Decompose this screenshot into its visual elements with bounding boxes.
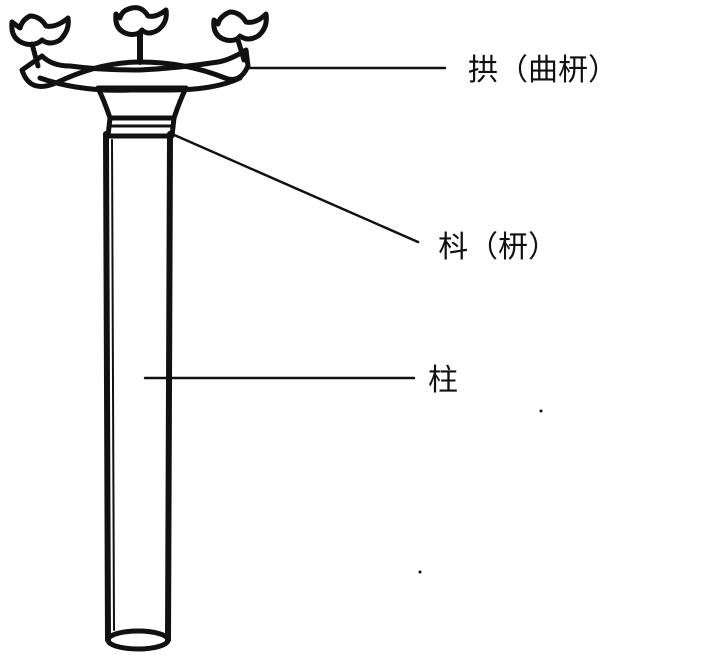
- zhu-label: 柱: [428, 363, 458, 398]
- gong-bracket: [9, 5, 269, 93]
- scan-specks: [418, 409, 543, 574]
- zhu-column: [103, 131, 173, 652]
- dou-leader-line: [170, 132, 420, 244]
- dou-label: 枓（枅）: [438, 230, 558, 265]
- dou-block: [95, 85, 189, 139]
- gong-label: 拱（曲枅）: [468, 53, 618, 88]
